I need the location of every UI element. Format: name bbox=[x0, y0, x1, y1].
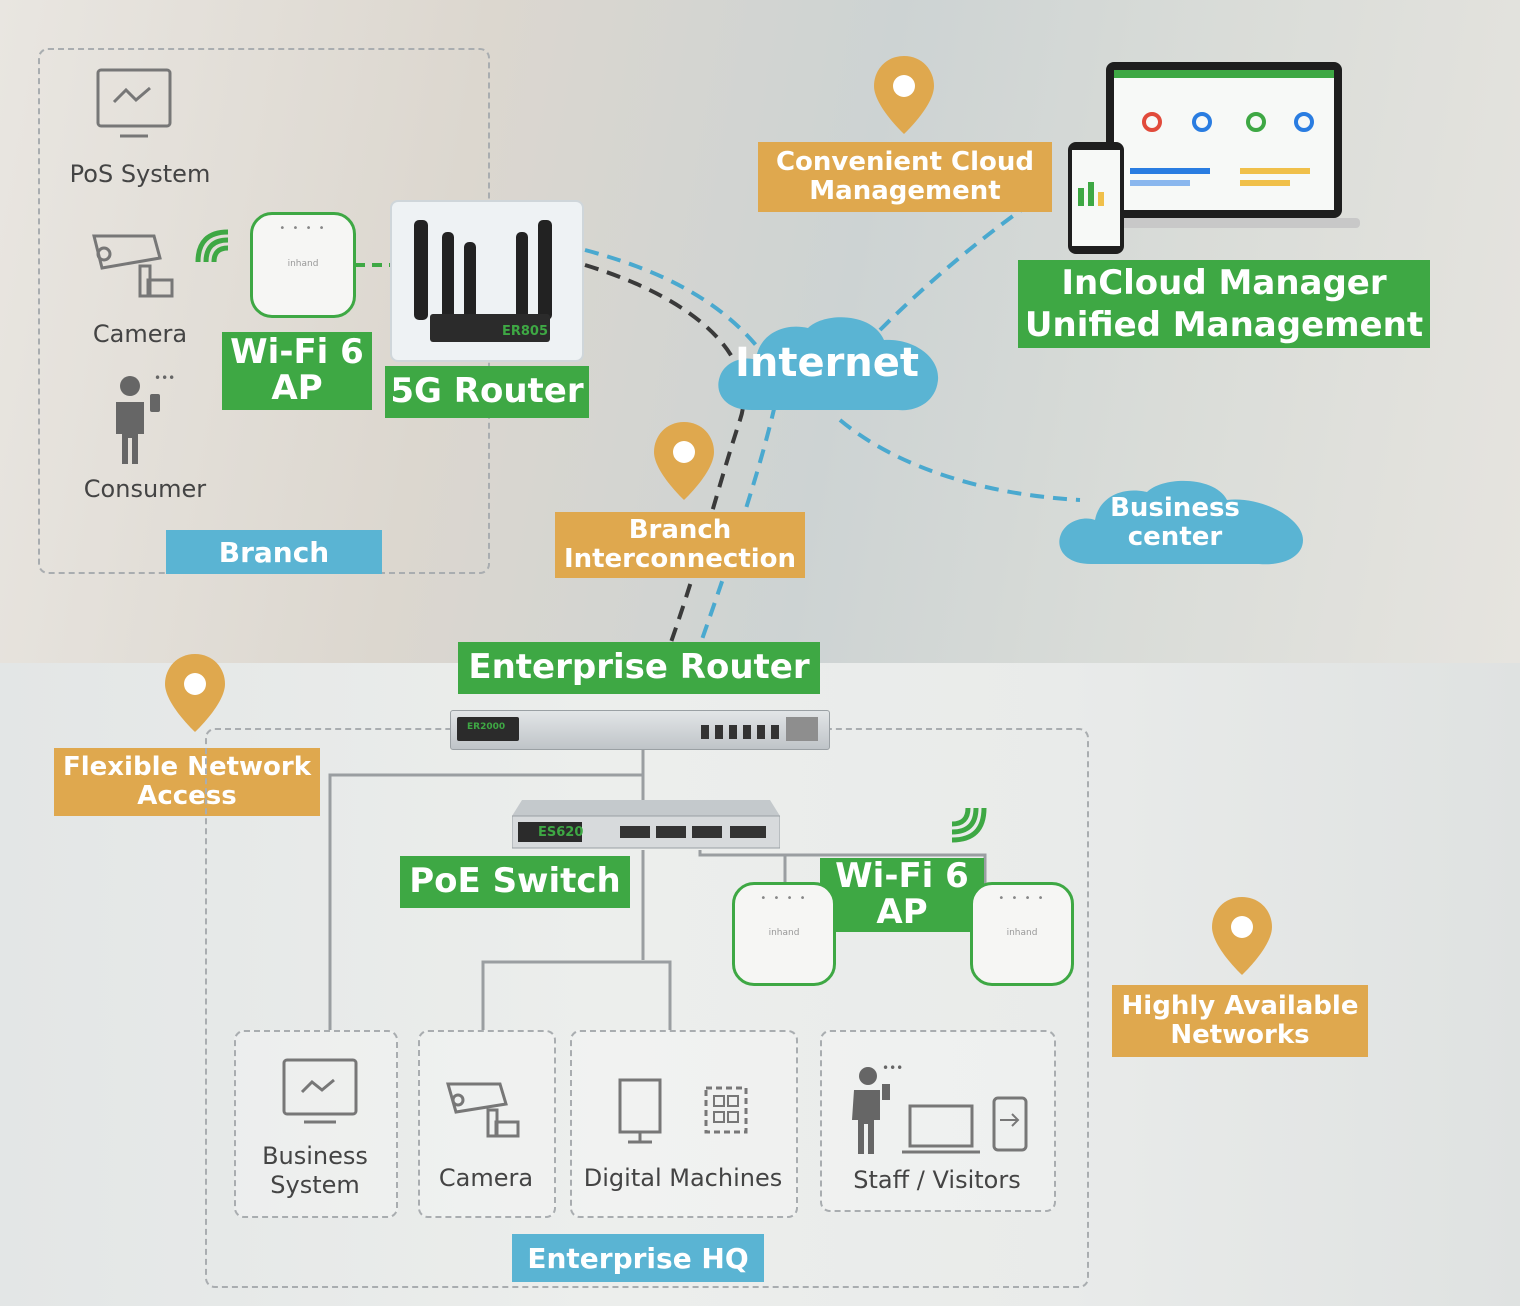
staff-devices-icon: ••• bbox=[852, 1062, 1028, 1154]
enterprise-router-device: ER2000 bbox=[450, 710, 830, 750]
hq-access-point: • • • • inhand bbox=[732, 882, 836, 986]
internet-bizcenter-link bbox=[838, 418, 1081, 502]
laptop-dashboard-icon bbox=[1068, 62, 1360, 254]
cloud-management-label: Convenient Cloud Management bbox=[758, 142, 1052, 212]
wifi-signal-icon bbox=[195, 229, 229, 263]
branch-pos-label: PoS System bbox=[69, 160, 211, 188]
incloud-label: InCloud Manager Unified Management bbox=[1018, 260, 1430, 348]
branch-camera-label: Camera bbox=[92, 320, 188, 348]
pos-monitor-icon bbox=[96, 68, 172, 138]
wifi-signal-icon bbox=[951, 807, 987, 843]
internet-cloud-icon bbox=[718, 317, 939, 411]
branch-interconnection-label: Branch Interconnection bbox=[555, 512, 805, 578]
business-system-label: Business System bbox=[262, 1142, 368, 1199]
router-logo-block bbox=[457, 717, 519, 741]
business-center-label: Business center bbox=[1110, 493, 1240, 552]
poe-switch-label: PoE Switch bbox=[400, 856, 630, 908]
router-ports bbox=[701, 725, 781, 739]
enterprise-router-model: ER2000 bbox=[467, 722, 506, 732]
switch-model: ES620 bbox=[538, 825, 584, 840]
poe-switch-device: ES620 bbox=[511, 798, 781, 850]
branch-access-point: • • • • inhand bbox=[250, 212, 356, 318]
internet-label: Internet bbox=[734, 340, 920, 386]
monitor-icon bbox=[282, 1058, 358, 1124]
staff-visitors-endpoint: ••• Staff / Visitors bbox=[820, 1030, 1056, 1212]
branch-wifi-ap-label: Wi-Fi 6 AP bbox=[222, 332, 372, 410]
branch-consumer-label: Consumer bbox=[83, 475, 207, 503]
branch-router-device: ER805 bbox=[390, 200, 584, 362]
highly-available-label: Highly Available Networks bbox=[1112, 985, 1368, 1057]
location-pin-icon bbox=[165, 654, 225, 732]
hq-title: Enterprise HQ bbox=[512, 1234, 764, 1282]
svg-text:•••: ••• bbox=[882, 1062, 903, 1075]
location-pin-icon bbox=[874, 56, 934, 134]
camera-icon bbox=[446, 1082, 520, 1138]
branch-title: Branch bbox=[166, 530, 382, 574]
business-system-endpoint: Business System bbox=[234, 1030, 398, 1218]
switch-icon bbox=[511, 800, 781, 849]
business-center-cloud-icon bbox=[1059, 480, 1303, 565]
hq-access-point: • • • • inhand bbox=[970, 882, 1074, 986]
router-sfp-ports bbox=[786, 717, 818, 741]
camera-endpoint: Camera bbox=[418, 1030, 556, 1218]
hq-wifi-ap-label: Wi-Fi 6 AP bbox=[820, 858, 984, 932]
hq-camera-label: Camera bbox=[438, 1164, 534, 1192]
location-pin-icon bbox=[1212, 897, 1272, 975]
staff-visitors-label: Staff / Visitors bbox=[853, 1166, 1021, 1194]
branch-router-model: ER805 bbox=[502, 324, 549, 339]
digital-machines-label: Digital Machines bbox=[583, 1164, 783, 1192]
digital-machines-endpoint: Digital Machines bbox=[570, 1030, 798, 1218]
kiosk-icon bbox=[618, 1078, 748, 1144]
flexible-access-label: Flexible Network Access bbox=[54, 748, 320, 816]
camera-icon bbox=[92, 234, 174, 298]
router-internet-link bbox=[584, 248, 762, 352]
consumer-person-icon: ••• bbox=[116, 372, 175, 464]
enterprise-router-label: Enterprise Router bbox=[458, 642, 820, 694]
location-pin-icon bbox=[654, 422, 714, 500]
svg-text:•••: ••• bbox=[154, 372, 175, 385]
router-antenna-icon bbox=[414, 220, 552, 342]
branch-router-label: 5G Router bbox=[385, 366, 589, 418]
